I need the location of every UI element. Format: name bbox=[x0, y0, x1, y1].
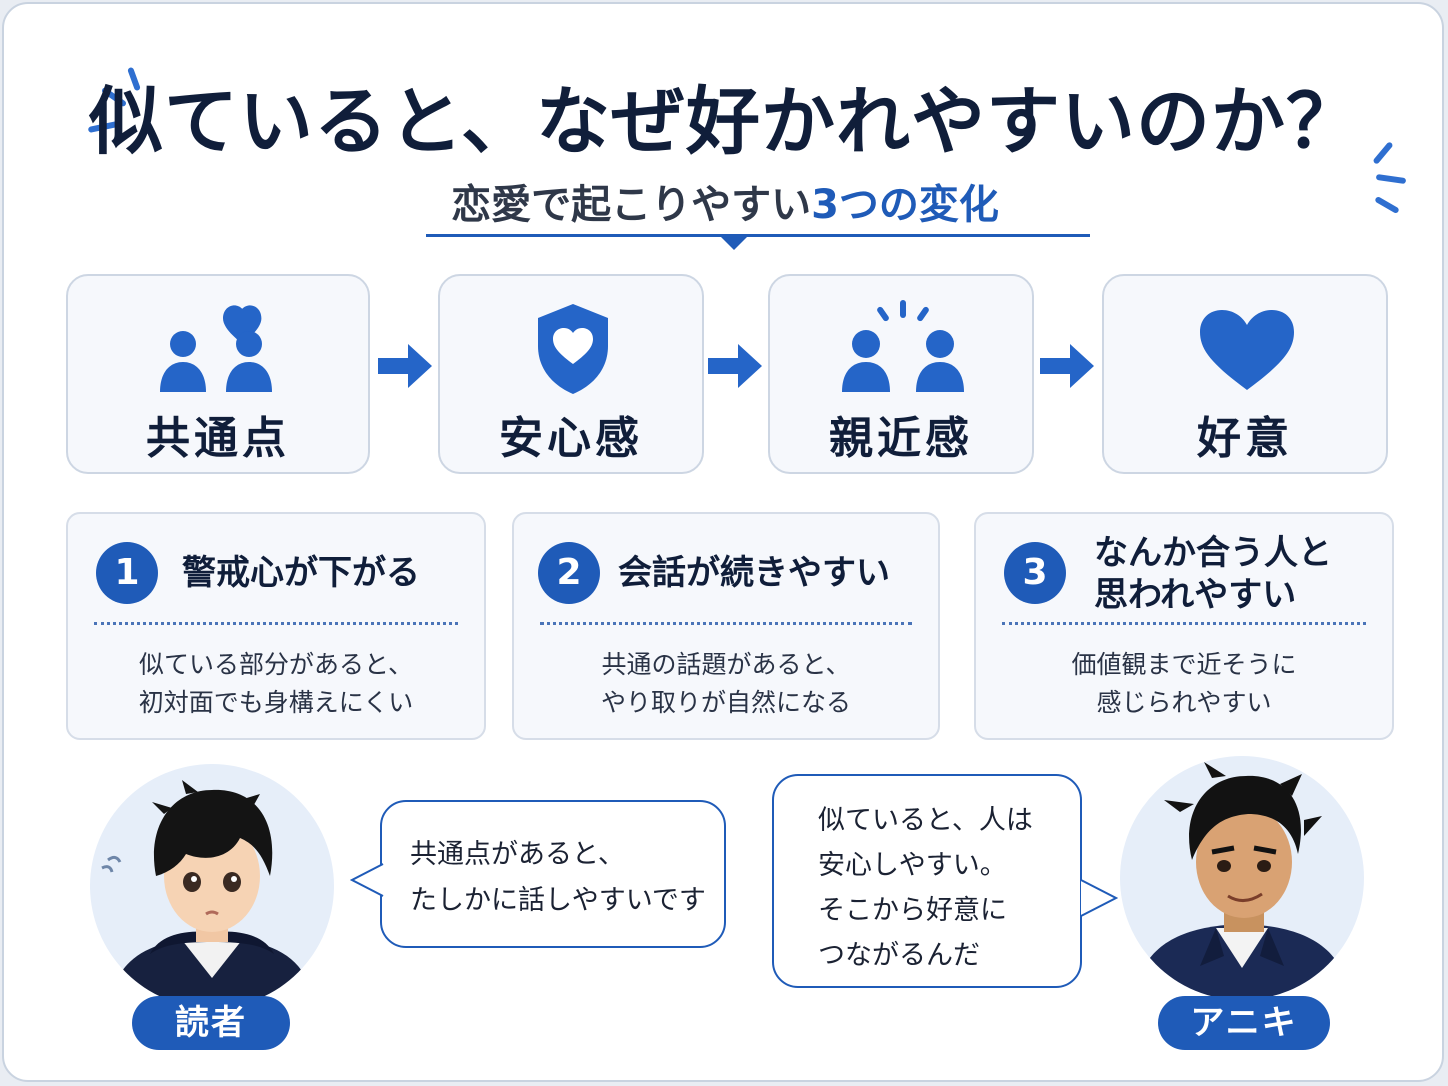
reader-avatar bbox=[90, 764, 334, 1008]
speech-line: たしかに話しやすいです bbox=[410, 885, 706, 916]
point-body-line: 初対面でも身構えにくい bbox=[138, 688, 414, 717]
flow-arrow-icon bbox=[1040, 344, 1094, 388]
point-body-line: 価値観まで近そうに bbox=[1071, 650, 1297, 679]
flow-step-security: 安心感 bbox=[438, 274, 704, 474]
flow-step-label: 好意 bbox=[1197, 413, 1293, 464]
flow-step-label: 共通点 bbox=[146, 413, 290, 464]
speech-line: 似ていると、人は bbox=[818, 805, 1033, 836]
point-card-3: 3 なんか合う人と 思われやすい 価値観まで近そうに 感じられやすい bbox=[974, 512, 1394, 740]
speech-line: 安心しやすい。 bbox=[818, 850, 1007, 881]
speech-line: つながるんだ bbox=[818, 940, 980, 971]
flow-step-familiarity: 親近感 bbox=[768, 274, 1034, 474]
subtitle-highlight: 3つの変化 bbox=[811, 182, 999, 228]
point-title-line: なんか合う人と bbox=[1094, 533, 1332, 573]
point-divider bbox=[94, 622, 458, 625]
aniki-speech-bubble: 似ていると、人は 安心しやすい。 そこから好意に つながるんだ bbox=[772, 774, 1082, 988]
reader-speech-bubble: 共通点があると、 たしかに話しやすいです bbox=[380, 800, 726, 948]
flow-step-affection: 好意 bbox=[1102, 274, 1388, 474]
point-divider bbox=[540, 622, 912, 625]
point-body: 価値観まで近そうに 感じられやすい bbox=[976, 646, 1392, 722]
reader-name-badge: 読者 bbox=[132, 996, 290, 1050]
heart-icon bbox=[1104, 298, 1386, 398]
subtitle-underline bbox=[426, 234, 1090, 237]
point-divider bbox=[1002, 622, 1366, 625]
point-title: なんか合う人と 思われやすい bbox=[1094, 532, 1332, 616]
shield-heart-icon bbox=[440, 298, 702, 398]
subtitle-prefix: 恋愛で起こりやすい bbox=[451, 182, 812, 228]
point-title: 警戒心が下がる bbox=[182, 552, 420, 594]
speech-line: 共通点があると、 bbox=[410, 839, 625, 870]
point-body: 似ている部分があると、 初対面でも身構えにくい bbox=[68, 646, 484, 722]
point-title-line: 会話が続きやすい bbox=[618, 553, 890, 593]
point-title-line: 警戒心が下がる bbox=[182, 553, 420, 593]
flow-arrow-icon bbox=[708, 344, 762, 388]
point-card-2: 2 会話が続きやすい 共通の話題があると、 やり取りが自然になる bbox=[512, 512, 940, 740]
point-body-line: やり取りが自然になる bbox=[600, 688, 851, 717]
speech-tail-icon bbox=[1080, 879, 1118, 917]
flow-step-commonality: 共通点 bbox=[66, 274, 370, 474]
flow-arrow-icon bbox=[378, 344, 432, 388]
aniki-avatar bbox=[1120, 756, 1364, 1000]
point-number-badge: 2 bbox=[538, 542, 600, 604]
page-subtitle: 恋愛で起こりやすい3つの変化 bbox=[4, 172, 1442, 230]
point-body-line: 共通の話題があると、 bbox=[601, 650, 851, 679]
point-title-line: 思われやすい bbox=[1094, 575, 1297, 615]
point-title: 会話が続きやすい bbox=[618, 552, 890, 594]
people-spark-icon bbox=[770, 298, 1032, 398]
point-number-badge: 1 bbox=[96, 542, 158, 604]
people-heart-icon bbox=[68, 298, 368, 398]
speech-tail-icon bbox=[350, 863, 384, 897]
flow-step-label: 安心感 bbox=[499, 413, 643, 464]
point-card-1: 1 警戒心が下がる 似ている部分があると、 初対面でも身構えにくい bbox=[66, 512, 486, 740]
page-title: 似ていると、なぜ好かれやすいのか？ bbox=[88, 79, 1362, 165]
flow-step-label: 親近感 bbox=[829, 413, 973, 464]
point-body-line: 似ている部分があると、 bbox=[138, 650, 413, 679]
point-body: 共通の話題があると、 やり取りが自然になる bbox=[514, 646, 938, 722]
speech-line: そこから好意に bbox=[818, 895, 1007, 926]
subtitle-notch bbox=[720, 236, 748, 250]
point-body-line: 感じられやすい bbox=[1096, 688, 1272, 717]
aniki-name-badge: アニキ bbox=[1158, 996, 1330, 1050]
point-number-badge: 3 bbox=[1004, 542, 1066, 604]
